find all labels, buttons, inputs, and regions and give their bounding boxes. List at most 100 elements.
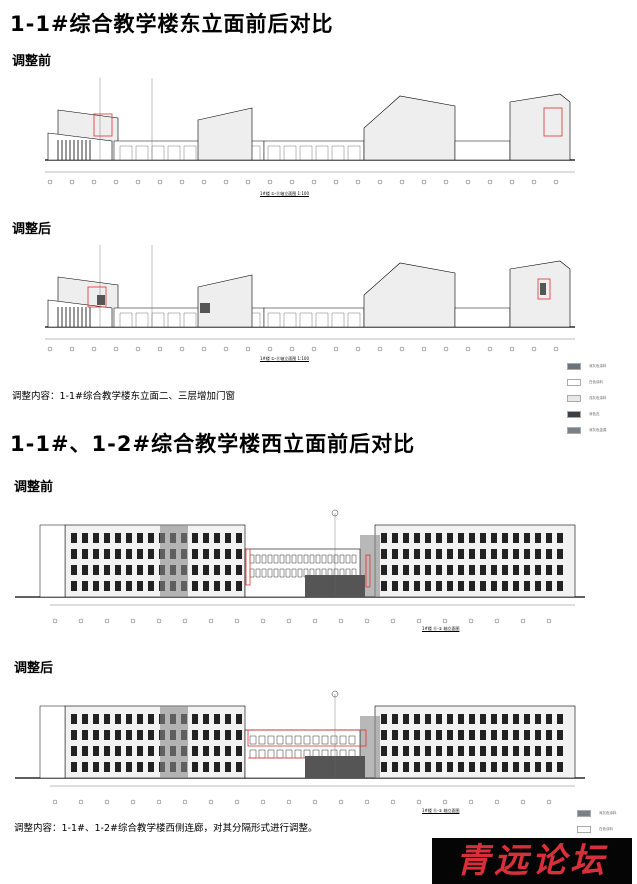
window [469, 581, 475, 591]
window [524, 730, 530, 740]
window [71, 549, 77, 559]
axis-marker [364, 799, 370, 805]
axis-marker [78, 799, 84, 805]
window [104, 762, 110, 772]
window [535, 565, 541, 575]
window [535, 581, 541, 591]
window [469, 746, 475, 756]
window [192, 533, 198, 543]
corridor-window [279, 554, 285, 564]
window [392, 565, 398, 575]
window [425, 730, 431, 740]
window [225, 746, 231, 756]
axis-marker [289, 346, 295, 352]
axis-marker [494, 618, 500, 624]
corridor-window [333, 554, 339, 564]
corridor-window [267, 554, 273, 564]
window [546, 533, 552, 543]
axis-marker [182, 799, 188, 805]
arch [315, 312, 329, 327]
window [403, 730, 409, 740]
highlight-box [365, 554, 371, 588]
window [392, 762, 398, 772]
corridor-window [273, 554, 279, 564]
window [82, 730, 88, 740]
window [469, 565, 475, 575]
window [513, 730, 519, 740]
axis-marker [267, 179, 273, 185]
axis-marker [443, 179, 449, 185]
axis-marker [113, 346, 119, 352]
window [458, 533, 464, 543]
added-window [97, 295, 105, 305]
window [524, 581, 530, 591]
window [236, 746, 242, 756]
axis-marker [553, 179, 559, 185]
corridor [454, 307, 511, 328]
window [524, 533, 530, 543]
window [414, 762, 420, 772]
corridor [263, 140, 365, 161]
window [381, 746, 387, 756]
window [148, 565, 154, 575]
highlight-box [247, 729, 367, 747]
window [535, 533, 541, 543]
axis-marker [443, 346, 449, 352]
window [557, 549, 563, 559]
window [491, 549, 497, 559]
axis-marker [182, 618, 188, 624]
corridor-window [315, 554, 321, 564]
west-elevation-after-drawing [15, 690, 585, 805]
axis-marker [223, 179, 229, 185]
window [480, 714, 486, 724]
window [458, 565, 464, 575]
arch [315, 145, 329, 160]
window [480, 581, 486, 591]
axis-marker [286, 618, 292, 624]
window [93, 746, 99, 756]
drawing-caption: 1#楼 ⑪-① 轴立面图 [422, 626, 460, 631]
building-block [363, 262, 456, 328]
window [392, 746, 398, 756]
window [192, 565, 198, 575]
window [392, 533, 398, 543]
arch [119, 312, 133, 327]
added-window [200, 303, 210, 313]
window [425, 565, 431, 575]
axis-marker [52, 618, 58, 624]
window [203, 762, 209, 772]
window [403, 533, 409, 543]
window [203, 746, 209, 756]
arch [331, 312, 345, 327]
axis-marker [179, 346, 185, 352]
window [414, 533, 420, 543]
window [93, 549, 99, 559]
stair-block [39, 524, 66, 598]
window [137, 746, 143, 756]
window [126, 730, 132, 740]
window [403, 762, 409, 772]
highlight-box [245, 548, 251, 586]
axis-marker [223, 346, 229, 352]
window [403, 581, 409, 591]
window [214, 746, 220, 756]
section2-title: 1-1#、1-2#综合教学楼西立面前后对比 [10, 432, 416, 456]
window [236, 581, 242, 591]
window [436, 730, 442, 740]
drawing-caption: 1#楼 ①-⑪轴立面图 1:100 [260, 191, 309, 196]
window [447, 762, 453, 772]
axis-marker [442, 618, 448, 624]
axis-marker [78, 618, 84, 624]
window [381, 533, 387, 543]
highlight-box [93, 113, 113, 137]
axis-marker [399, 179, 405, 185]
window [491, 714, 497, 724]
window [436, 714, 442, 724]
axis-marker [311, 179, 317, 185]
window [513, 746, 519, 756]
axis-marker [234, 799, 240, 805]
window [480, 533, 486, 543]
corridor-window [261, 554, 267, 564]
axis-marker [267, 346, 273, 352]
corridor-window [309, 554, 315, 564]
